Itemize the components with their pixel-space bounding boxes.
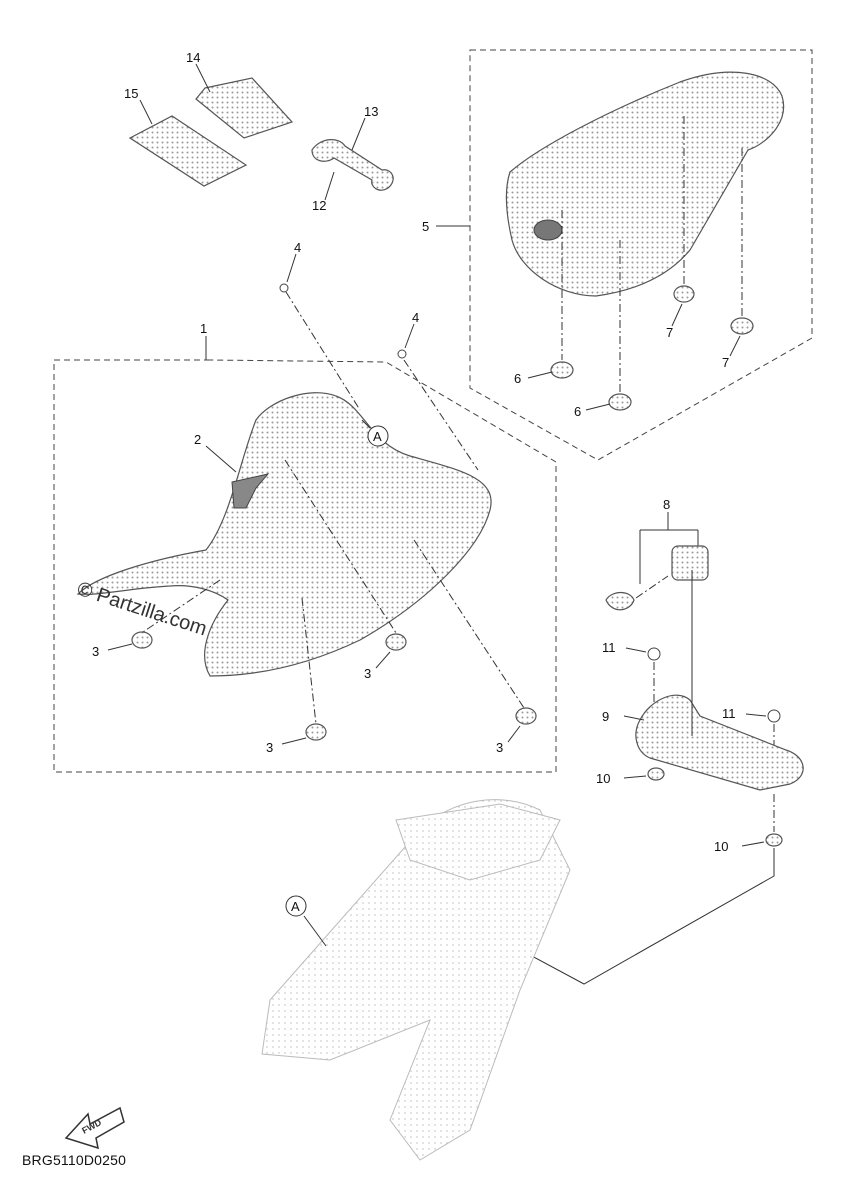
- label-11b: 11: [722, 706, 736, 721]
- part-7-damper-b: [730, 317, 754, 335]
- part-4-screw-b: [397, 349, 407, 359]
- label-6a: 6: [514, 371, 521, 386]
- part-8-lock-cylinder: [671, 545, 709, 581]
- part-3-damper-c: [305, 723, 327, 741]
- part-2-seat: [76, 392, 492, 677]
- rear-seat-boundary: [469, 49, 813, 461]
- label-3d: 3: [496, 740, 503, 755]
- label-9: 9: [602, 709, 609, 724]
- ref-a-lower: A: [291, 899, 300, 914]
- part-4-screw-a: [279, 283, 289, 293]
- part-8-key: [605, 591, 635, 611]
- part-3-damper-a: [131, 631, 153, 649]
- label-3a: 3: [92, 644, 99, 659]
- label-4a: 4: [294, 240, 301, 255]
- part-3-damper-d: [515, 707, 537, 725]
- frame-ghost: [261, 799, 571, 1161]
- part-10-nut-b: [765, 833, 783, 847]
- label-14: 14: [186, 50, 200, 65]
- ref-a-upper: A: [373, 429, 382, 444]
- front-seat-boundary: [53, 359, 557, 773]
- label-3b: 3: [364, 666, 371, 681]
- part-9-bracket: [635, 694, 804, 791]
- fwd-arrow-icon: FWD: [64, 1106, 125, 1150]
- label-3c: 3: [266, 740, 273, 755]
- label-15: 15: [124, 86, 138, 101]
- part-10-nut-a: [647, 767, 665, 781]
- label-2: 2: [194, 432, 201, 447]
- label-1: 1: [200, 321, 207, 336]
- part-12-13-wrench: [311, 139, 394, 191]
- part-11-bolt-b: [767, 709, 781, 723]
- part-6-damper-a: [550, 361, 574, 379]
- part-6-damper-b: [608, 393, 632, 411]
- label-11a: 11: [602, 640, 616, 655]
- part-7-damper-a: [673, 285, 695, 303]
- label-4b: 4: [412, 310, 419, 325]
- label-10a: 10: [596, 771, 610, 786]
- part-11-bolt-a: [647, 647, 661, 661]
- label-7b: 7: [722, 355, 729, 370]
- label-7a: 7: [666, 325, 673, 340]
- part-3-damper-b: [385, 633, 407, 651]
- label-12: 12: [312, 198, 326, 213]
- part-14-sheet: [195, 77, 294, 139]
- label-8: 8: [663, 497, 670, 512]
- label-13: 13: [364, 104, 378, 119]
- label-10b: 10: [714, 839, 728, 854]
- label-6b: 6: [574, 404, 581, 419]
- part-15-sheet: [128, 115, 248, 187]
- diagram-code: BRG5110D0250: [22, 1152, 127, 1168]
- part-5-rear-seat: [505, 71, 785, 297]
- label-5: 5: [422, 219, 429, 234]
